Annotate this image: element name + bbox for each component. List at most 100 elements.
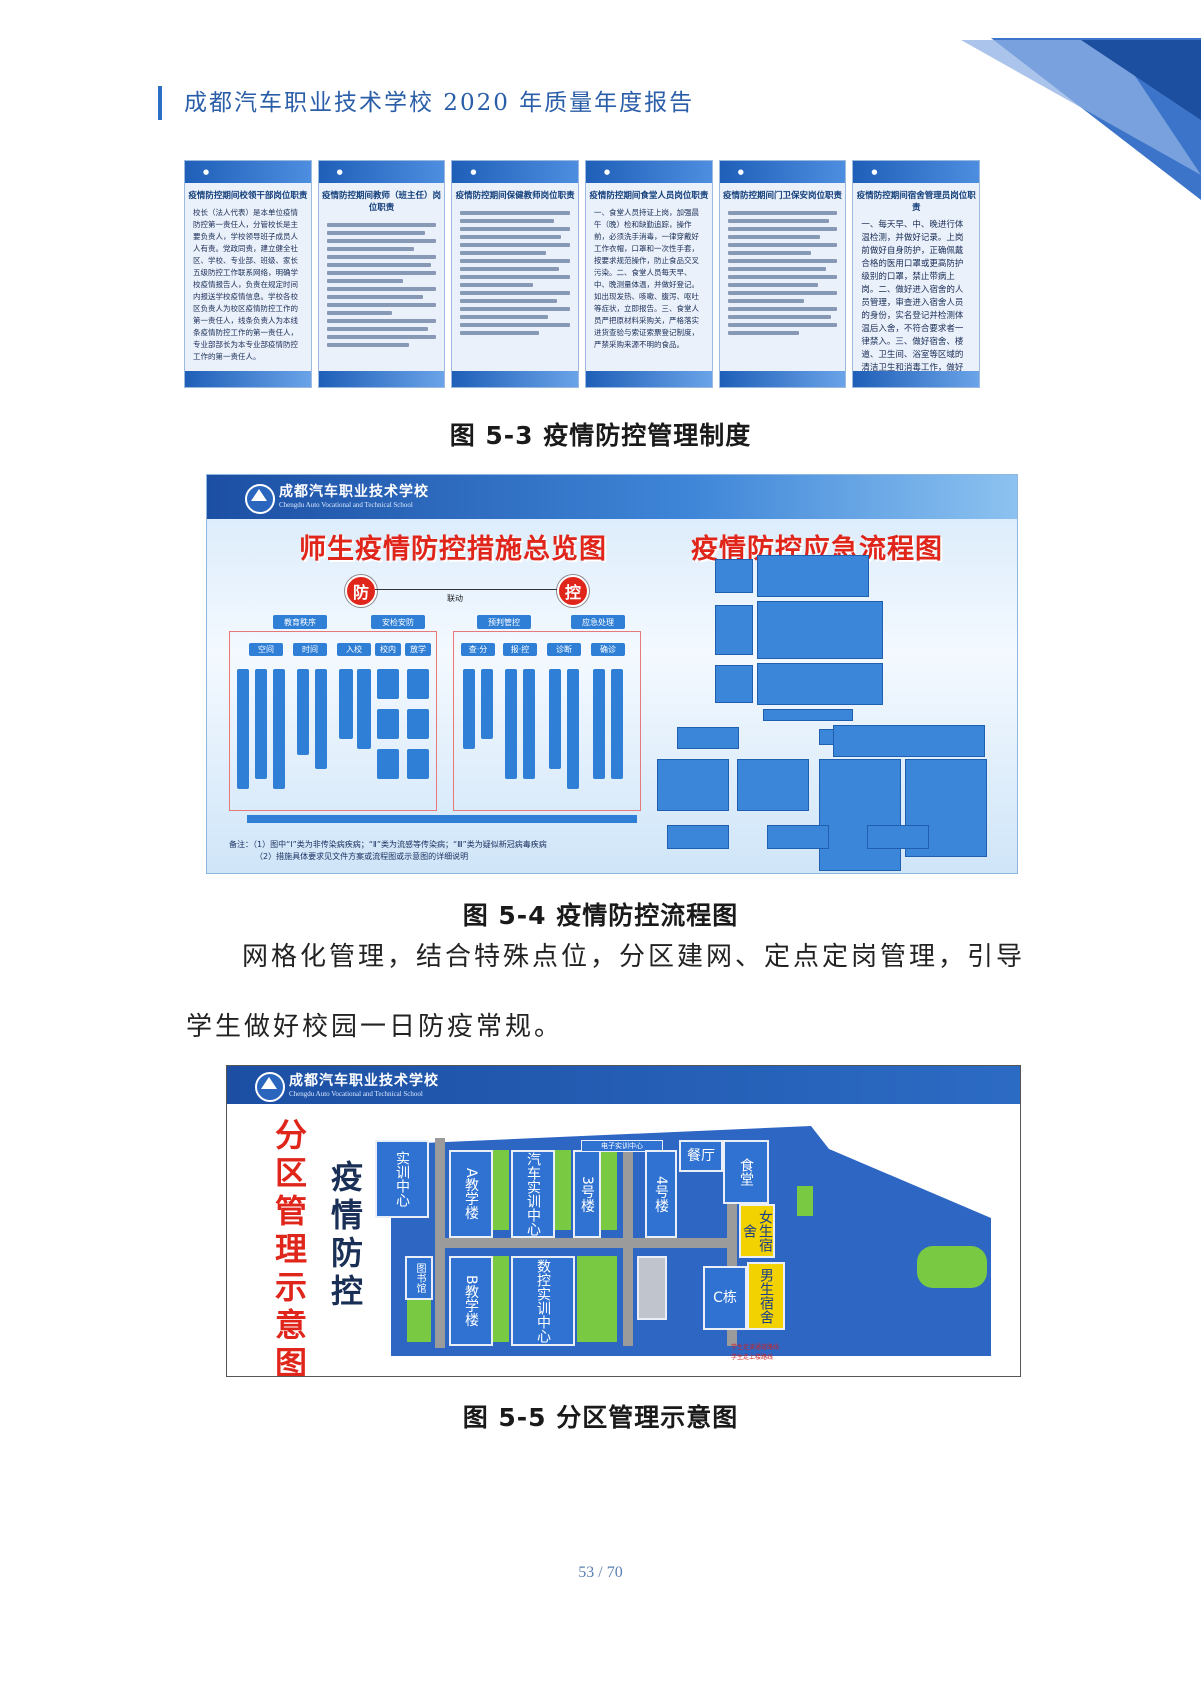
kong-tag: 控 [557,575,589,607]
building-a: A教学楼 [449,1150,493,1238]
report-title: 成都汽车职业技术学校 2020 年质量年度报告 [184,90,695,116]
grass-area [797,1186,813,1216]
link-line [375,589,557,590]
poster-note-2: （2）措施具体要求见文件方案或流程图或示意图的详细说明 [255,852,469,861]
node-enter: 入校 [337,643,371,656]
board-heading: 疫情防控期间宿舍管理员岗位职责 [856,191,976,213]
board-footer [185,371,311,387]
grass-area [491,1150,509,1230]
flow-node [833,725,985,757]
board-heading: 疫情防控期间教师（班主任）岗位职责 [322,191,442,213]
corner-decoration [961,38,1201,200]
figure-5-4-poster: 成都汽车职业技术学校 Chengdu Auto Vocational and T… [206,474,1018,874]
figure-5-5-caption: 图 5-5 分区管理示意图 [462,1403,739,1432]
grass-area [555,1150,571,1230]
page-number: 53 / 70 [578,1564,623,1581]
board-school-strip: ● [586,161,712,183]
measure-node [377,669,399,699]
measure-node [463,669,475,749]
flow-node [819,759,901,871]
node-report: 报·控 [503,643,537,656]
measure-node [273,669,285,789]
map-school-name-en: Chengdu Auto Vocational and Technical Sc… [289,1090,423,1098]
measure-node [567,669,579,789]
building-canteen: 餐厅 [679,1140,723,1172]
legend-stairs-route: 学生走上楼路线 [731,1354,774,1361]
dorm-block [637,1256,667,1320]
building-auto-training: 汽车实训中心 [511,1150,555,1238]
board-heading: 疫情防控期间食堂人员岗位职责 [589,191,709,201]
left-measures-box [229,631,437,811]
measure-node [481,669,493,739]
header-accent-bar [158,86,162,120]
board-school-strip: ● [853,161,980,183]
right-measures-box [453,631,641,811]
measure-node [407,749,429,779]
flow-node [763,709,853,721]
building-3: 3号楼 [573,1150,601,1238]
poster-school-name-en: Chengdu Auto Vocational and Technical Sc… [279,501,413,509]
board-text-lines [452,205,578,371]
measure-node [611,669,623,779]
duty-board: ● 疫情防控期间宿舍管理员岗位职责 一、每天早、中、晚进行体温检测，并做好记录。… [852,160,981,388]
node-emergency: 应急处理 [571,615,625,629]
school-logo-triangle-icon [261,1077,277,1089]
board-school-strip: ● [318,161,445,183]
flow-node [657,759,729,811]
building-cnc-training: 数控实训中心 [511,1256,575,1346]
board-school-strip: ● [452,161,579,183]
building-training-center: 实训中心 [375,1140,429,1218]
school-logo-triangle-icon [251,489,267,501]
measure-node [505,669,517,779]
grass-area [599,1150,617,1230]
flow-node [757,601,883,659]
measure-node [593,669,605,779]
flow-node [715,559,753,593]
map-banner [227,1066,1020,1104]
road [727,1146,737,1346]
board-heading: 疫情防控期间保健教师岗位职责 [455,191,575,201]
link-label: 联动 [447,594,463,603]
duty-board: ● 疫情防控期间保健教师岗位职责 [451,160,580,388]
grass-area [577,1256,617,1342]
duty-board: ● 疫情防控期间教师（班主任）岗位职责 [317,160,446,388]
node-space: 空间 [249,643,283,656]
duty-board: ● 疫情防控期间食堂人员岗位职责 一、食堂人员持证上岗，加强晨午（晚）检和缺勤追… [585,160,713,388]
figure-5-3-caption: 图 5-3 疫情防控管理制度 [449,421,752,450]
figure-5-5-map: 成都汽车职业技术学校 Chengdu Auto Vocational and T… [226,1065,1021,1377]
map-side-title-dark: 疫情防控 [330,1158,363,1310]
building-electronics: 电子实训中心 [581,1140,663,1152]
node-prejudge: 预判管控 [477,615,531,629]
flow-node [757,663,883,705]
legend-walk-route: 学生走读通道路线 [731,1344,780,1351]
board-heading: 疫情防控期间校领干部岗位职责 [188,191,308,201]
node-time: 时间 [293,643,327,656]
flow-node [677,727,739,749]
building-female-dorm: 女生宿舍 [739,1204,775,1258]
node-diagnose: 诊断 [547,643,581,656]
poster-school-name: 成都汽车职业技术学校 [279,484,429,500]
poster-banner [207,475,1017,519]
board-text: 一、每天早、中、晚进行体温检测，并做好记录。上岗前做好自身防护，正确佩戴合格的医… [861,220,964,371]
measure-node [339,669,353,739]
building-library: 图书馆 [405,1256,433,1300]
building-b: B教学楼 [449,1256,493,1346]
node-on-campus: 校内 [375,643,401,656]
board-footer [452,371,579,387]
measure-node [377,709,399,739]
building-male-dorm: 男生宿舍 [747,1262,785,1330]
building-dining: 食堂 [723,1140,769,1204]
node-confirmed: 确诊 [591,643,625,656]
board-heading: 疫情防控期间门卫保安岗位职责 [723,191,843,201]
measure-node [523,669,535,779]
map-side-title-red: 分区管理示意图 [274,1116,307,1377]
building-c: C栋 [703,1266,747,1330]
board-footer [719,371,846,387]
flow-node [737,759,809,811]
duty-board: ● 疫情防控期间门卫保安岗位职责 [718,160,847,388]
map-school-name: 成都汽车职业技术学校 [289,1073,439,1089]
flow-node [757,555,869,597]
node-check: 查·分 [461,643,495,656]
flow-node [715,605,753,655]
body-paragraph: 网格化管理，结合特殊点位，分区建网、定点定岗管理，引导学生做好校园一日防疫常规。 [186,942,1026,1042]
